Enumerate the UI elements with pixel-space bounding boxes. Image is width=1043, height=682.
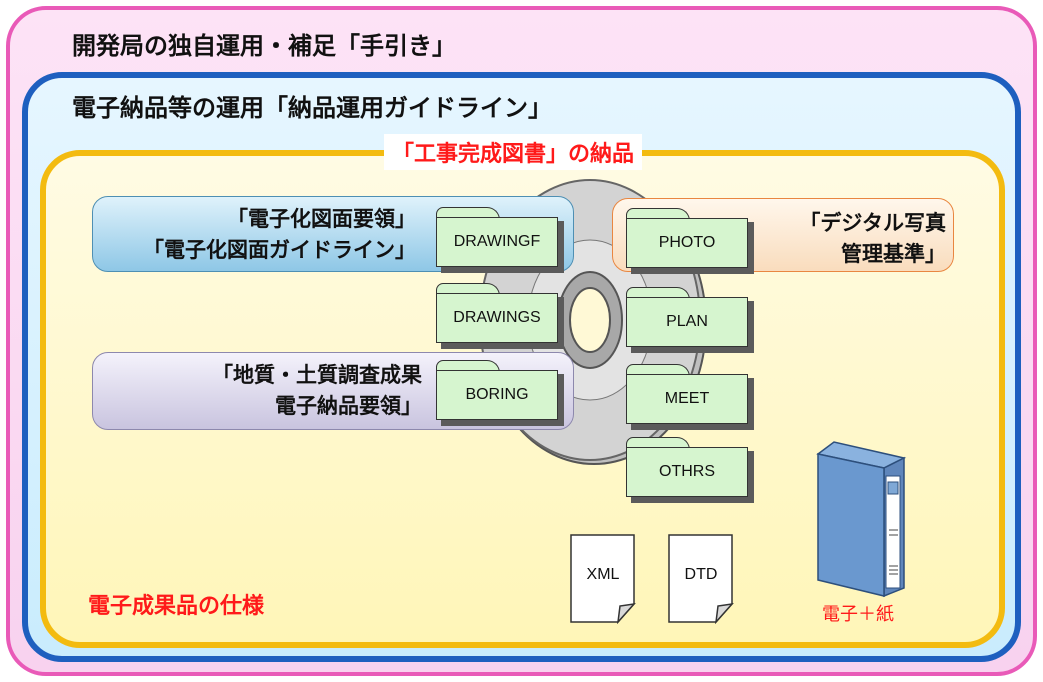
delivery-guideline-title: 電子納品等の運用「納品運用ガイドライン」 <box>72 94 552 122</box>
photo-standard-line-2: 管理基準」 <box>841 242 946 266</box>
folder-label: MEET <box>626 374 748 424</box>
folder-meet: MEET <box>626 364 754 430</box>
document-label: XML <box>586 566 620 583</box>
drawing-standard-label: 「電子化図面要領」 「電子化図面ガイドライン」 <box>100 204 416 266</box>
folder-label: PLAN <box>626 297 748 347</box>
folder-label: OTHRS <box>626 447 748 497</box>
photo-standard-line-1: 「デジタル写真 <box>799 211 946 235</box>
document-icon <box>668 534 734 624</box>
drawing-standard-line-1: 「電子化図面要領」 <box>227 207 416 231</box>
document-xml: XML <box>570 534 636 624</box>
folder-drawingf: DRAWINGF <box>436 207 564 273</box>
spec-label: 電子成果品の仕様 <box>88 594 265 619</box>
boring-standard-label: 「地質・土質調査成果 電子納品要領」 <box>100 360 422 422</box>
folder-photo: PHOTO <box>626 208 754 274</box>
binder-label: 電子＋紙 <box>822 604 894 625</box>
drawing-standard-line-2: 「電子化図面ガイドライン」 <box>143 238 416 262</box>
guide-title: 開発局の独自運用・補足「手引き」 <box>72 32 456 60</box>
folder-label: PHOTO <box>626 218 748 268</box>
folder-label: DRAWINGF <box>436 217 558 267</box>
completion-docs-title: 「工事完成図書」の納品 <box>384 134 643 170</box>
boring-standard-line-2: 電子納品要領」 <box>275 394 422 418</box>
boring-standard-line-1: 「地質・土質調査成果 <box>212 363 422 387</box>
document-dtd: DTD <box>668 534 734 624</box>
document-label: DTD <box>684 566 718 583</box>
folder-label: BORING <box>436 370 558 420</box>
folder-label: DRAWINGS <box>436 293 558 343</box>
binder-icon <box>816 441 907 598</box>
photo-standard-label: 「デジタル写真 管理基準」 <box>752 208 946 270</box>
folder-boring: BORING <box>436 360 564 426</box>
folder-othrs: OTHRS <box>626 437 754 503</box>
folder-plan: PLAN <box>626 287 754 353</box>
document-icon <box>570 534 636 624</box>
folder-drawings: DRAWINGS <box>436 283 564 349</box>
